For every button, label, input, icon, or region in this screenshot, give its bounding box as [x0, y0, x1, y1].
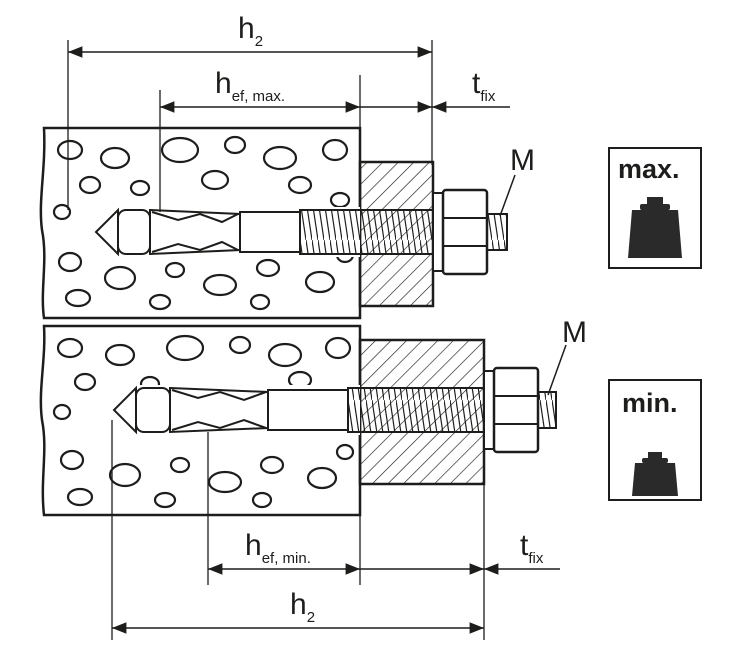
- bottom-hef-label: hef, min.: [245, 529, 311, 567]
- bottom-aggregate: [52, 334, 356, 509]
- max-badge-label: max.: [618, 154, 680, 184]
- min-badge-label: min.: [622, 388, 678, 418]
- bottom-h2-label: h2: [290, 588, 315, 626]
- top-aggregate: [52, 135, 355, 311]
- top-m-label: M: [510, 144, 535, 177]
- top-tfix-label: tfix: [472, 67, 496, 105]
- bottom-anchor: [112, 366, 557, 454]
- weight-icon: [628, 197, 682, 258]
- weight-icon: [632, 452, 678, 496]
- top-assembly: M h2 hef, max. tfix max.: [39, 12, 702, 320]
- top-hef-label: hef, max.: [215, 67, 285, 105]
- bottom-tfix-label: tfix: [520, 529, 544, 567]
- top-anchor: [94, 188, 508, 276]
- top-h2-label: h2: [238, 12, 263, 50]
- bottom-assembly: M hef, min. tfix h2 min.: [39, 316, 702, 640]
- max-badge: max.: [608, 147, 702, 269]
- min-badge: min.: [608, 379, 702, 501]
- bottom-m-label: M: [562, 316, 587, 349]
